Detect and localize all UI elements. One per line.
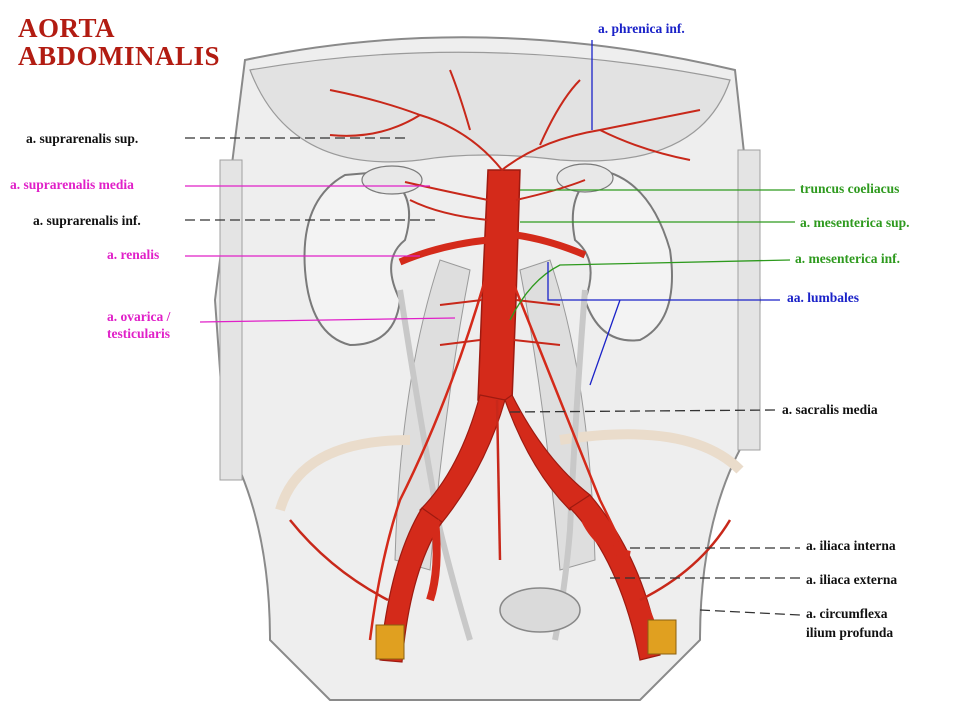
internal-iliac-left <box>426 519 441 602</box>
diaphragm <box>249 51 731 163</box>
label-iliaca-externa: a. iliaca externa <box>806 572 898 587</box>
renal-artery-left <box>398 236 489 266</box>
label-lumbales: aa. lumbales <box>787 290 860 305</box>
label-phrenica-inf: a. phrenica inf. <box>598 21 685 36</box>
gonadal-artery-right <box>510 279 662 641</box>
label-ovarica-line-1: a. ovarica / <box>107 309 171 324</box>
pelvic-rim-left <box>275 435 411 512</box>
label-suprarenalis-inf: a. suprarenalis inf. <box>33 213 141 228</box>
circumflex-iliac-right <box>639 519 732 602</box>
label-suprarenalis-sup: a. suprarenalis sup. <box>26 131 139 146</box>
label-suprarenalis-media: a. suprarenalis media <box>10 177 134 192</box>
leader-circumflexa <box>699 609 801 616</box>
kidney-left <box>303 170 411 347</box>
leader-mesenterica-inf <box>509 259 791 321</box>
label-iliaca-interna: a. iliaca interna <box>806 538 896 553</box>
label-circumflexa-line-1: a. circumflexa <box>806 606 888 621</box>
label-renalis: a. renalis <box>107 247 160 262</box>
circumflex-iliac-left <box>289 519 389 602</box>
leader-ovarica <box>199 317 456 323</box>
external-iliac-left <box>379 507 443 663</box>
leader-lines <box>185 40 801 616</box>
median-sacral-artery <box>495 399 502 561</box>
bladder <box>499 587 581 633</box>
renal-artery-right <box>515 231 587 259</box>
lateral-wall-left <box>219 159 243 481</box>
label-circumflexa-line-2: ilium profunda <box>806 625 894 640</box>
title-line-2: ABDOMINALIS <box>18 41 221 71</box>
title-line-1: AORTA <box>18 13 116 43</box>
psoas-muscle-left <box>394 259 471 571</box>
label-ovarica-line-2: testicularis <box>107 326 170 341</box>
pelvic-rim-right <box>559 429 744 474</box>
femoral-stump-right <box>647 619 677 655</box>
femoral-stump-left <box>375 624 405 660</box>
diagram-title: AORTA ABDOMINALIS <box>18 14 220 70</box>
label-truncus-coeliacus: truncus coeliacus <box>800 181 900 196</box>
label-mesenterica-inf: a. mesenterica inf. <box>795 251 900 266</box>
leader-lumbales <box>547 262 780 386</box>
phrenic-branches <box>329 69 701 171</box>
gonadal-artery-left <box>368 279 487 641</box>
label-mesenterica-sup: a. mesenterica sup. <box>800 215 910 230</box>
lumbar-arteries <box>439 299 561 346</box>
kidney-right <box>571 168 673 342</box>
adrenal-gland-left <box>361 165 423 195</box>
label-sacralis-media: a. sacralis media <box>782 402 878 417</box>
